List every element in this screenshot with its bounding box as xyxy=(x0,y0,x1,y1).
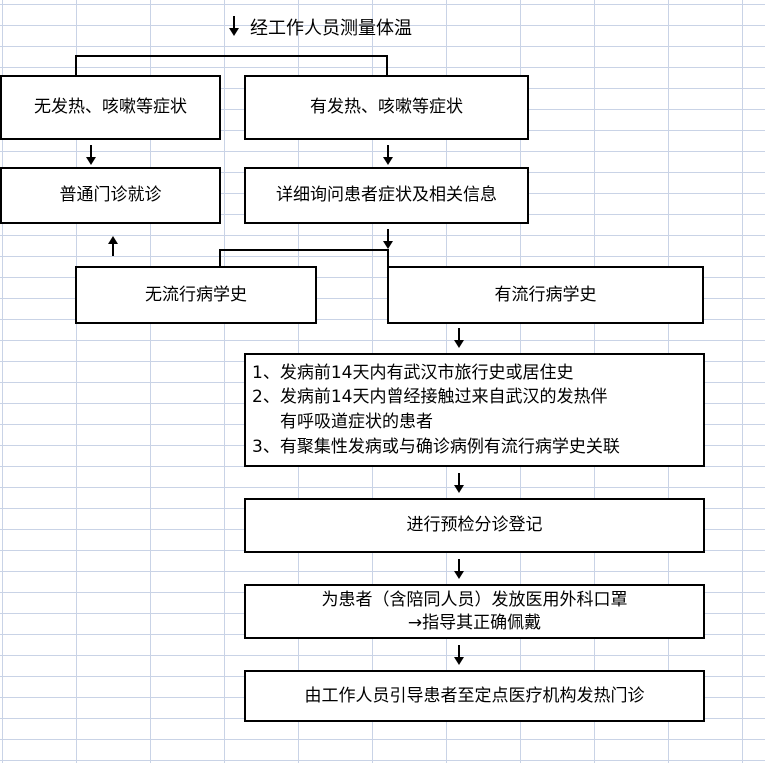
has-symptoms-label: 有发热、咳嗽等症状 xyxy=(310,97,463,118)
general-clinic-box: 普通门诊就诊 xyxy=(0,167,221,224)
guide-box: 由工作人员引导患者至定点医疗机构发热门诊 xyxy=(244,670,705,722)
criteria-item-2-line-2: 有呼吸道症状的患者 xyxy=(280,412,433,432)
split-line-right xyxy=(386,55,388,75)
has-history-label: 有流行病学史 xyxy=(494,284,597,305)
criteria-item-3: 3、有聚集性发病或与确诊病例有流行病学史关联 xyxy=(252,436,620,457)
down-arrow-icon xyxy=(453,645,465,665)
triage-label: 进行预检分诊登记 xyxy=(406,515,543,536)
up-arrow-icon xyxy=(107,236,119,256)
no-symptoms-box: 无发热、咳嗽等症状 xyxy=(0,75,221,140)
mask-line-2: →指导其正确佩戴 xyxy=(407,612,542,633)
down-arrow-icon xyxy=(85,145,97,165)
split-line-2-left xyxy=(219,249,221,266)
has-history-box: 有流行病学史 xyxy=(387,266,704,324)
no-history-box: 无流行病学史 xyxy=(75,266,317,324)
no-history-label: 无流行病学史 xyxy=(145,284,247,305)
down-arrow-icon xyxy=(453,473,465,493)
down-arrow-icon xyxy=(382,229,394,249)
criteria-box: 1、发病前14天内有武汉市旅行史或居住史 2、发病前14天内曾经接触过来自武汉的… xyxy=(244,353,705,467)
inquire-label: 详细询问患者症状及相关信息 xyxy=(276,185,497,206)
no-symptoms-label: 无发热、咳嗽等症状 xyxy=(34,97,187,118)
start-label: 经工作人员测量体温 xyxy=(250,18,412,39)
inquire-box: 详细询问患者症状及相关信息 xyxy=(244,167,529,224)
mask-line-1: 为患者（含陪同人员）发放医用外科口罩 xyxy=(321,589,628,610)
down-arrow-icon xyxy=(228,16,240,36)
split-line-left xyxy=(75,55,77,75)
split-line-2 xyxy=(219,249,389,251)
has-symptoms-box: 有发热、咳嗽等症状 xyxy=(244,75,529,140)
down-arrow-icon xyxy=(453,559,465,579)
down-arrow-icon xyxy=(382,145,394,165)
criteria-item-2-line-1: 2、发病前14天内曾经接触过来自武汉的发热伴 xyxy=(252,387,608,408)
down-arrow-icon xyxy=(453,328,465,348)
criteria-item-1: 1、发病前14天内有武汉市旅行史或居住史 xyxy=(252,362,574,383)
mask-box: 为患者（含陪同人员）发放医用外科口罩 →指导其正确佩戴 xyxy=(244,584,705,639)
split-line xyxy=(75,55,388,57)
triage-box: 进行预检分诊登记 xyxy=(244,498,705,553)
guide-label: 由工作人员引导患者至定点医疗机构发热门诊 xyxy=(304,685,645,706)
general-clinic-label: 普通门诊就诊 xyxy=(59,185,162,206)
split-line-2-right xyxy=(387,249,389,266)
